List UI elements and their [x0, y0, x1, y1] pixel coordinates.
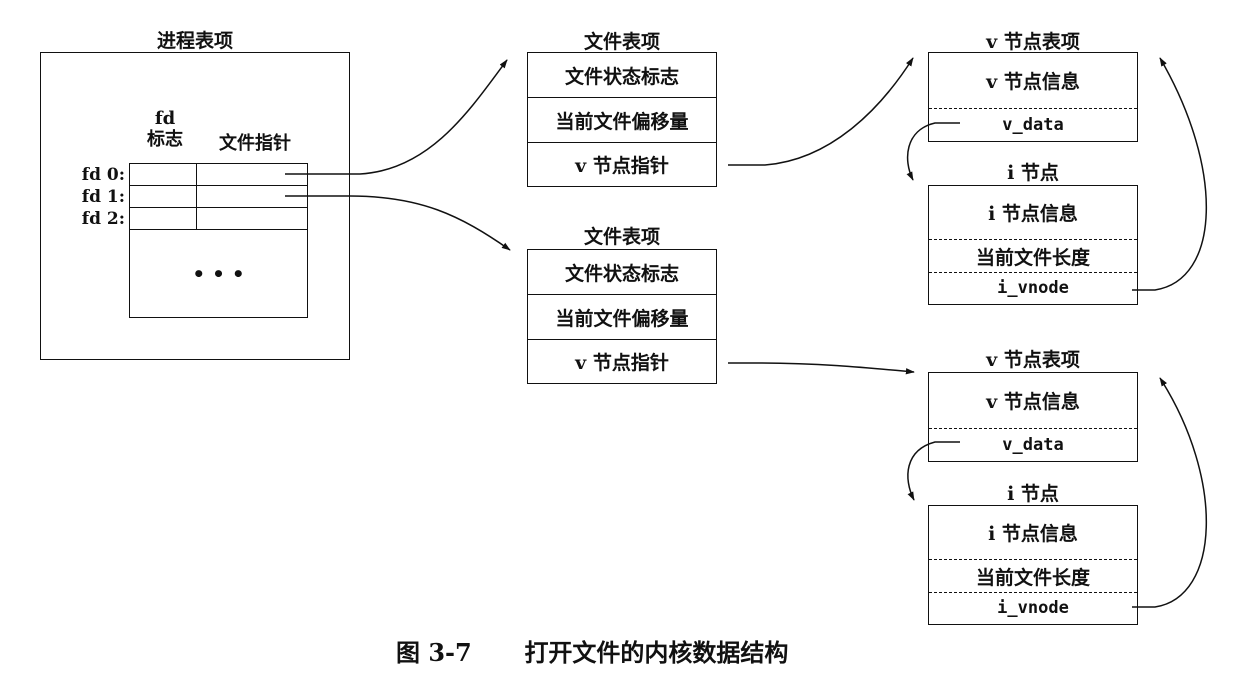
file-table-title-1: 文件表项 — [583, 31, 660, 53]
fd-row-divider-3 — [129, 229, 308, 230]
file-table-entry-2: 文件状态标志 当前文件偏移量 v 节点指针 — [527, 249, 717, 384]
file-pointer-header: 文件指针 — [219, 133, 291, 154]
vnode-pointer-2: v 节点指针 — [575, 351, 669, 374]
file-status-flags-2: 文件状态标志 — [528, 250, 716, 295]
file-status-flags-1: 文件状态标志 — [528, 53, 716, 98]
figure-caption-text: 打开文件的内核数据结构 — [524, 638, 789, 667]
arrow-file-table-2-to-vnode-2 — [728, 362, 915, 375]
arrow-vdata-to-inode-2 — [907, 441, 960, 501]
fd-label-1: fd 1: — [81, 187, 125, 207]
arrow-file-table-1-to-vnode-1 — [728, 57, 914, 166]
inode-title-2: i 节点 — [1007, 483, 1059, 505]
inode-info-1: i 节点信息 — [929, 186, 1137, 240]
fd-label-2: fd 2: — [81, 209, 125, 229]
fd-flags-header: fd 标志 — [135, 108, 195, 150]
arrow-vdata-to-inode-1 — [906, 122, 960, 181]
fd-table — [129, 163, 308, 318]
process-table-title: 进程表项 — [156, 30, 233, 52]
file-table-title-2: 文件表项 — [583, 226, 660, 248]
vnode-entry-2: v 节点信息 v_data — [928, 372, 1138, 462]
vnode-info-1: v 节点信息 — [929, 53, 1137, 109]
fd-flags-header-line2: 标志 — [147, 129, 183, 150]
vnode-data-1: v_data — [1002, 114, 1064, 135]
inode-entry-2: i 节点信息 当前文件长度 i_vnode — [928, 505, 1138, 625]
arrow-fd0-to-file-table-1 — [285, 59, 508, 175]
inode-entry-1: i 节点信息 当前文件长度 i_vnode — [928, 185, 1138, 305]
arrow-fd1-to-file-table-2 — [285, 195, 511, 251]
file-offset-1: 当前文件偏移量 — [528, 98, 716, 143]
figure-number: 图 3-7 — [396, 638, 472, 667]
fd-row-divider-1 — [129, 185, 308, 186]
file-offset-2: 当前文件偏移量 — [528, 295, 716, 340]
arrow-ivnode-to-vnode-2 — [1132, 377, 1207, 608]
vnode-info-2: v 节点信息 — [929, 373, 1137, 429]
inode-info-2: i 节点信息 — [929, 506, 1137, 560]
inode-vnode-2: i_vnode — [997, 598, 1069, 618]
fd-label-0: fd 0: — [81, 165, 125, 185]
fd-row-divider-2 — [129, 207, 308, 208]
vnode-title-2: v 节点表项 — [986, 349, 1080, 371]
fd-ellipsis: • • • — [192, 262, 245, 286]
fd-col-divider — [196, 163, 197, 229]
vnode-title-1: v 节点表项 — [986, 31, 1080, 53]
vnode-pointer-1: v 节点指针 — [575, 154, 669, 177]
file-table-entry-1: 文件状态标志 当前文件偏移量 v 节点指针 — [527, 52, 717, 187]
figure-caption: 图 3-7 打开文件的内核数据结构 — [396, 633, 788, 668]
arrow-ivnode-to-vnode-1 — [1132, 57, 1207, 291]
inode-title-1: i 节点 — [1007, 162, 1059, 184]
vnode-entry-1: v 节点信息 v_data — [928, 52, 1138, 142]
vnode-data-2: v_data — [1002, 434, 1064, 455]
inode-length-1: 当前文件长度 — [929, 240, 1137, 273]
inode-vnode-1: i_vnode — [997, 278, 1069, 298]
fd-flags-header-line1: fd — [154, 108, 176, 129]
inode-length-2: 当前文件长度 — [929, 560, 1137, 593]
